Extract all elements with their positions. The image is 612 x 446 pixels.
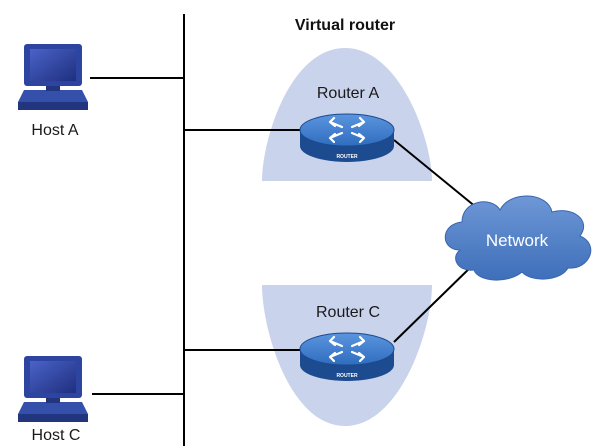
router-c-icon: ROUTER [299, 332, 395, 381]
host-a-desktop-computer-icon [18, 44, 88, 110]
link-router-a-network [393, 139, 483, 213]
router-a-icon: ROUTER [299, 113, 395, 162]
link-router-c-network [393, 261, 477, 343]
network-label: Network [486, 231, 549, 250]
router-c-label: Router C [316, 304, 380, 321]
router-c-badge: ROUTER [336, 373, 358, 379]
host-a-label: Host A [31, 122, 78, 139]
host-c-label: Host C [32, 427, 81, 444]
router-a-badge: ROUTER [336, 154, 358, 160]
host-c-desktop-computer-icon [18, 356, 88, 422]
router-a-label: Router A [317, 85, 380, 102]
virtual-router-title: Virtual router [295, 17, 395, 34]
network-cloud-icon: Network [444, 195, 592, 281]
